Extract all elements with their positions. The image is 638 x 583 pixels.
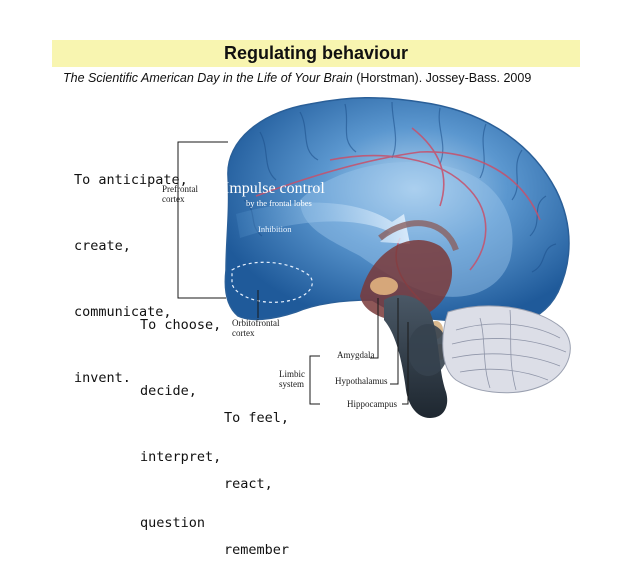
pons bbox=[408, 324, 448, 376]
note-feel-line-3: remember bbox=[224, 542, 290, 558]
inhibition-arrow bbox=[236, 202, 410, 244]
note-anticipate-line-3: communicate, bbox=[74, 304, 172, 320]
note-choose-line-4: question bbox=[140, 515, 206, 531]
limbic-label-2: system bbox=[279, 379, 304, 389]
citation: The Scientific American Day in the Life … bbox=[63, 71, 531, 85]
note-anticipate-line-1: To anticipate, bbox=[74, 172, 188, 188]
impulse-control-sublabel: by the frontal lobes bbox=[246, 198, 312, 208]
brain-illustration: Prefrontal cortex Orbitofrontal cortex L… bbox=[162, 96, 571, 418]
orbitofrontal-label-1: Orbitofrontal bbox=[232, 318, 280, 328]
slide-title: Regulating behaviour bbox=[223, 43, 409, 63]
hypothalamus-label: Hypothalamus bbox=[335, 376, 388, 386]
limbic-bracket bbox=[309, 355, 320, 405]
citation-details: (Horstman). Jossey-Bass. 2009 bbox=[352, 71, 532, 85]
limbic-label-1: Limbic bbox=[279, 369, 305, 379]
note-choose-line-2: decide, bbox=[140, 383, 197, 399]
cerebellum bbox=[442, 305, 571, 394]
note-feel: To feel, react, remember bbox=[224, 363, 289, 583]
citation-book-title: The Scientific American Day in the Life … bbox=[63, 71, 353, 85]
note-choose-line-1: To choose, bbox=[140, 317, 222, 333]
note-feel-line-1: To feel, bbox=[224, 410, 290, 426]
orbitofrontal-label-2: cortex bbox=[232, 328, 255, 338]
amygdala-label: Amygdala bbox=[337, 350, 375, 360]
prefrontal-label-2: cortex bbox=[162, 194, 185, 204]
amygdala-leader bbox=[370, 298, 379, 359]
inhibition-label: Inhibition bbox=[258, 224, 292, 234]
hypothalamus-leader bbox=[390, 298, 399, 385]
note-feel-line-2: react, bbox=[224, 476, 273, 492]
note-choose: To choose, decide, interpret, question bbox=[140, 270, 221, 556]
hippocampus-label: Hippocampus bbox=[347, 399, 397, 409]
title-bar: Regulating behaviour bbox=[52, 40, 580, 67]
note-choose-line-3: interpret, bbox=[140, 449, 222, 465]
note-anticipate-line-2: create, bbox=[74, 238, 131, 254]
orbitofrontal-outline bbox=[231, 261, 313, 303]
impulse-control-label: Impulse control bbox=[224, 180, 325, 197]
label-brackets bbox=[177, 141, 409, 405]
hippocampus-leader bbox=[402, 322, 409, 405]
prefrontal-bracket bbox=[177, 141, 228, 299]
note-anticipate: To anticipate, create, communicate, inve… bbox=[74, 125, 188, 411]
note-anticipate-line-4: invent. bbox=[74, 370, 131, 386]
prefrontal-label-1: Prefrontal bbox=[162, 184, 198, 194]
